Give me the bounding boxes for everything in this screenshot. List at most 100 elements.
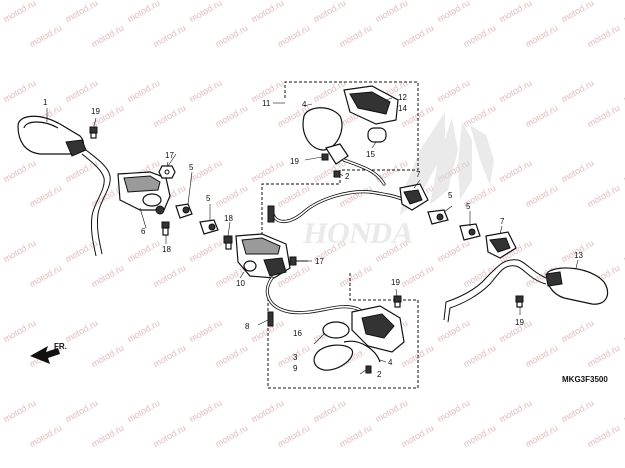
callout-17-a: 17 xyxy=(165,151,174,160)
site-watermark-tile: motod.ru xyxy=(524,23,560,49)
callout-7-b: 7 xyxy=(500,217,505,226)
collar-5-d xyxy=(459,223,481,241)
site-watermark-tile: motod.ru xyxy=(28,183,64,209)
site-watermark-tile: motod.ru xyxy=(64,398,100,424)
site-watermark-tile: motod.ru xyxy=(498,398,534,424)
direction-label: FR. xyxy=(54,342,67,351)
site-watermark-tile: motod.ru xyxy=(64,0,100,24)
callout-5-d: 5 xyxy=(466,202,471,211)
callout-19-a: 19 xyxy=(91,107,100,116)
site-watermark-tile: motod.ru xyxy=(28,23,64,49)
site-watermark-tile: motod.ru xyxy=(214,423,250,449)
site-watermark-tile: motod.ru xyxy=(400,423,436,449)
site-watermark-tile: motod.ru xyxy=(214,343,250,369)
callout-15: 15 xyxy=(366,150,375,159)
collar-5-a xyxy=(175,203,193,219)
site-watermark-tile: motod.ru xyxy=(560,158,596,184)
site-watermark-tile: motod.ru xyxy=(498,0,534,24)
site-watermark-tile: motod.ru xyxy=(462,103,498,129)
collar-5-c xyxy=(427,209,449,225)
site-watermark-tile: motod.ru xyxy=(214,23,250,49)
site-watermark-tile: motod.ru xyxy=(90,343,126,369)
site-watermark-tile: motod.ru xyxy=(90,23,126,49)
site-watermark-tile: motod.ru xyxy=(188,238,224,264)
upper-harness xyxy=(267,190,406,224)
callout-13: 13 xyxy=(574,251,583,260)
callout-2-upper: 2 xyxy=(345,172,350,181)
site-watermark-tile: motod.ru xyxy=(152,343,188,369)
site-watermark-tile: motod.ru xyxy=(462,23,498,49)
bolt-18-a xyxy=(161,221,170,236)
site-watermark-tile: motod.ru xyxy=(338,183,374,209)
site-watermark-tile: motod.ru xyxy=(560,78,596,104)
site-watermark-tile: motod.ru xyxy=(374,158,410,184)
site-watermark-tile: motod.ru xyxy=(400,23,436,49)
bolt-19-d xyxy=(515,295,524,308)
site-watermark-tile: motod.ru xyxy=(126,78,162,104)
site-watermark-tile: motod.ru xyxy=(462,263,498,289)
site-watermark-tile: motod.ru xyxy=(400,263,436,289)
callout-4-lower: 4 xyxy=(388,358,393,367)
site-watermark-tile: motod.ru xyxy=(214,183,250,209)
site-watermark-tile: motod.ru xyxy=(436,398,472,424)
site-watermark-tile: motod.ru xyxy=(338,423,374,449)
nut-7-a xyxy=(399,183,429,211)
collar-5-b xyxy=(199,219,219,235)
site-watermark-tile: motod.ru xyxy=(188,78,224,104)
left-mirror xyxy=(17,115,111,257)
site-watermark-tile: motod.ru xyxy=(2,238,38,264)
callout-8: 8 xyxy=(245,322,250,331)
left-lens-assembly xyxy=(313,305,405,374)
site-watermark-tile: motod.ru xyxy=(2,158,38,184)
site-watermark-tile: motod.ru xyxy=(188,398,224,424)
leader-lines xyxy=(46,97,579,375)
callout-labels: 1 2 2 3 4 4 5 5 5 5 6 7 7 8 9 10 11 12 1… xyxy=(43,93,583,379)
callout-4-upper: 4 xyxy=(302,100,307,109)
callout-17-b: 17 xyxy=(315,257,324,266)
site-watermark-tile: motod.ru xyxy=(276,23,312,49)
drawing-code: MKG3F3500 xyxy=(562,375,608,384)
site-watermark-tile: motod.ru xyxy=(560,318,596,344)
site-watermark-tile: motod.ru xyxy=(586,103,622,129)
nut-17-a xyxy=(158,165,176,179)
callout-1: 1 xyxy=(43,98,48,107)
callout-18-b: 18 xyxy=(224,214,233,223)
right-mirror xyxy=(443,259,609,323)
site-watermark-tile: motod.ru xyxy=(436,0,472,24)
site-watermark-tile: motod.ru xyxy=(524,183,560,209)
turn-signal-housing-10 xyxy=(235,233,291,279)
site-watermark-tile: motod.ru xyxy=(214,103,250,129)
group-frame-11 xyxy=(261,81,419,242)
site-watermark-tile: motod.ru xyxy=(498,78,534,104)
site-watermark-tile: motod.ru xyxy=(250,158,286,184)
site-watermark-tile: motod.ru xyxy=(250,0,286,24)
site-watermark-tile: motod.ru xyxy=(338,263,374,289)
site-watermark-tile: motod.ru xyxy=(276,423,312,449)
callout-19-b: 19 xyxy=(290,157,299,166)
site-watermark-tile: motod.ru xyxy=(524,103,560,129)
bolt-19-c xyxy=(393,295,402,308)
site-watermark-tile: motod.ru xyxy=(126,238,162,264)
site-watermark-tile: motod.ru xyxy=(64,158,100,184)
site-watermark-tile: motod.ru xyxy=(90,423,126,449)
site-watermark-tile: motod.ru xyxy=(560,398,596,424)
site-watermark-tile: motod.ru xyxy=(126,318,162,344)
site-watermark-tile: motod.ru xyxy=(312,0,348,24)
site-watermark-tile: motod.ru xyxy=(312,158,348,184)
site-watermark-tile: motod.ru xyxy=(374,398,410,424)
site-watermark-tile: motod.ru xyxy=(250,398,286,424)
site-watermark-tile: motod.ru xyxy=(28,423,64,449)
left-harness xyxy=(265,276,362,327)
callout-5-a: 5 xyxy=(189,163,194,172)
site-watermark-tile: motod.ru xyxy=(436,238,472,264)
callout-14: 14 xyxy=(398,104,407,113)
callout-5-c: 5 xyxy=(448,191,453,200)
site-watermark-tile: motod.ru xyxy=(152,23,188,49)
site-watermark-tile: motod.ru xyxy=(276,183,312,209)
callout-3: 3 xyxy=(293,353,298,362)
callout-5-b: 5 xyxy=(206,194,211,203)
site-watermark-tile: motod.ru xyxy=(2,318,38,344)
site-watermark-tile: motod.ru xyxy=(436,318,472,344)
site-watermark-tile: motod.ru xyxy=(436,78,472,104)
callout-7-a: 7 xyxy=(416,170,421,179)
